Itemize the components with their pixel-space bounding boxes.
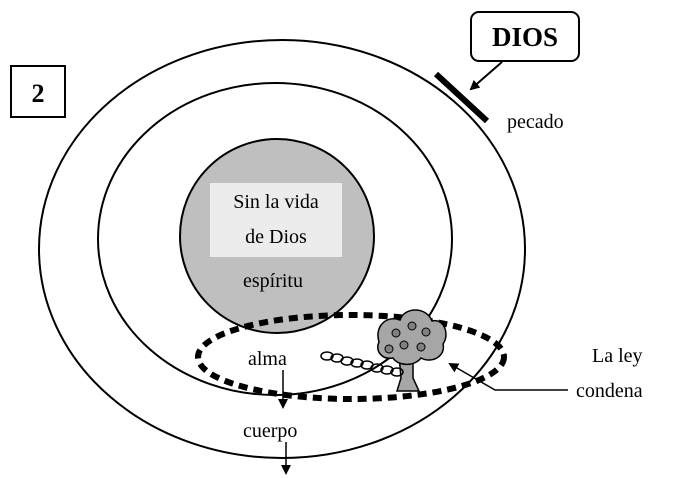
law-label-line2: condena xyxy=(576,380,643,402)
spirit-box-line1: Sin la vida xyxy=(233,191,319,213)
spirit-state-box: Sin la vida de Dios xyxy=(210,183,342,257)
outer-circle-body xyxy=(38,39,526,459)
dios-arrow xyxy=(469,61,503,91)
spirit-label: espíritu xyxy=(243,270,303,292)
tree-of-knowledge-icon xyxy=(377,309,447,392)
law-label-line1: La ley xyxy=(592,345,643,367)
sin-label: pecado xyxy=(507,111,564,133)
chain-icon xyxy=(320,351,404,377)
spirit-box-line2: de Dios xyxy=(245,226,307,248)
body-label: cuerpo xyxy=(243,420,297,442)
law-arrow xyxy=(448,362,568,391)
number-badge: 2 xyxy=(10,65,66,118)
soul-label: alma xyxy=(248,348,287,370)
dios-box: DIOS xyxy=(470,11,580,62)
number-badge-label: 2 xyxy=(32,79,45,108)
sin-barrier xyxy=(433,71,490,124)
dios-label: DIOS xyxy=(492,22,558,52)
law-zone-dotted-ellipse xyxy=(195,312,507,402)
